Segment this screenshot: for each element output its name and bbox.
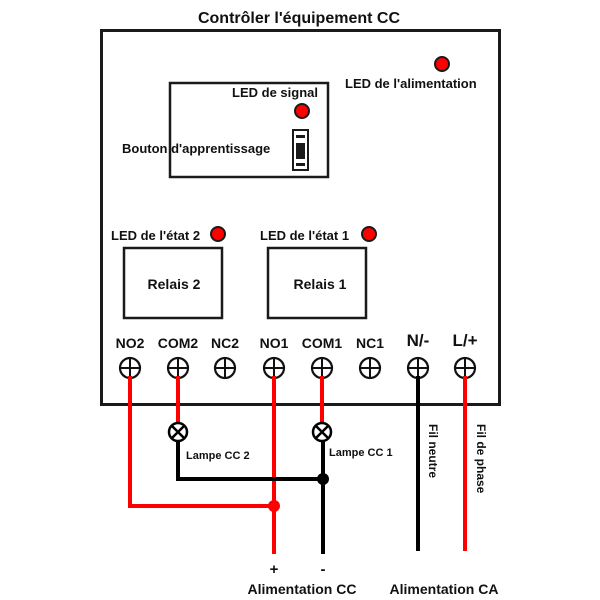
relay-2-box xyxy=(122,246,224,320)
status-led-1-label: LED de l'état 1 xyxy=(260,228,349,243)
diagram-title: Contrôler l'équipement CC xyxy=(198,10,400,27)
signal-led-label: LED de signal xyxy=(232,85,318,100)
status-led-2-label: LED de l'état 2 xyxy=(111,228,200,243)
terminal-label-no1: NO1 xyxy=(260,335,289,351)
signal-led-icon xyxy=(294,103,310,119)
positive-junction-dot xyxy=(268,500,280,512)
relay-2-label: Relais 2 xyxy=(148,276,201,292)
terminal-screw-nc1-icon[interactable] xyxy=(358,356,382,380)
terminal-screw-no2-icon[interactable] xyxy=(118,356,142,380)
learn-button-icon[interactable] xyxy=(292,129,309,171)
controller-box xyxy=(100,29,501,406)
lamp-1-label: Lampe CC 1 xyxy=(329,447,393,459)
terminal-label-l: L/+ xyxy=(452,331,477,350)
terminal-label-com2: COM2 xyxy=(158,335,199,351)
negative-junction-dot xyxy=(317,473,329,485)
terminal-screw-no1-icon[interactable] xyxy=(262,356,286,380)
terminal-block: NO2 COM2 NC2 NO1 COM1 NC1 N/- L/+ xyxy=(116,331,478,380)
terminal-screw-nc2-icon[interactable] xyxy=(213,356,237,380)
power-led-icon xyxy=(434,56,450,72)
relay-1-box xyxy=(266,246,368,320)
dc-supply-label: Alimentation CC xyxy=(248,581,357,597)
relay-1-label: Relais 1 xyxy=(294,276,347,292)
phase-wire-label: Fil de phase xyxy=(474,424,488,494)
wire-no2 xyxy=(128,376,274,508)
lamp-2-icon xyxy=(167,421,189,443)
terminal-screw-l-icon[interactable] xyxy=(453,356,477,380)
terminal-label-com1: COM1 xyxy=(302,335,343,351)
terminal-screw-com2-icon[interactable] xyxy=(166,356,190,380)
terminal-screw-n-icon[interactable] xyxy=(406,356,430,380)
wiring xyxy=(128,376,467,554)
terminal-label-nc1: NC1 xyxy=(356,335,384,351)
learn-button-label: Bouton d'apprentissage xyxy=(122,141,270,156)
terminal-label-n: N/- xyxy=(407,331,430,350)
receiver-module-box xyxy=(168,81,330,179)
lamp-1-icon xyxy=(311,421,333,443)
wire-lamp2-return xyxy=(176,440,323,481)
neutral-wire-label: Fil neutre xyxy=(426,424,440,478)
terminal-screw-com1-icon[interactable] xyxy=(310,356,334,380)
power-led-label: LED de l'alimentation xyxy=(345,76,477,91)
dc-plus-label: + xyxy=(270,561,279,578)
ac-supply-label: Alimentation CA xyxy=(390,581,499,597)
status-led-2-icon xyxy=(210,226,226,242)
status-led-1-icon xyxy=(361,226,377,242)
terminal-label-no2: NO2 xyxy=(116,335,145,351)
dc-minus-label: - xyxy=(321,561,326,578)
lamp-2-label: Lampe CC 2 xyxy=(186,450,250,462)
terminal-label-nc2: NC2 xyxy=(211,335,239,351)
